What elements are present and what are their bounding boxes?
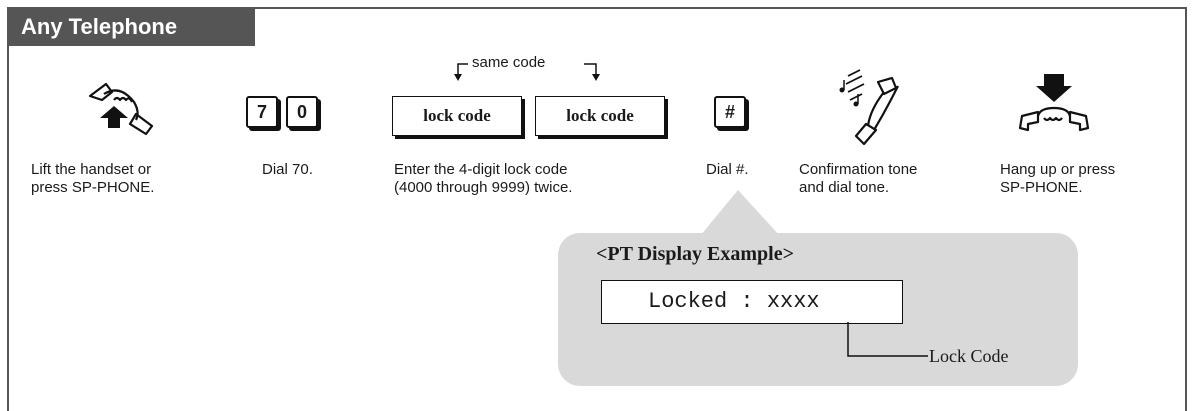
same-code-label: same code <box>472 54 546 71</box>
lock-code-callout-label: Lock Code <box>929 346 1009 366</box>
section-title: Any Telephone <box>7 7 255 46</box>
ringing-handset-icon <box>839 69 899 146</box>
bubble-pointer <box>700 190 780 236</box>
key-7: 7 <box>246 96 278 128</box>
step-5-text: Confirmation tone and dial tone. <box>799 161 918 196</box>
display-example-title: <PT Display Example> <box>596 243 795 265</box>
same-code-bracket <box>454 63 600 81</box>
hang-up-icon <box>1018 74 1090 132</box>
up-arrow-icon <box>100 106 128 128</box>
step-6-text: Hang up or press SP-PHONE. <box>1000 161 1116 196</box>
lock-code-box-1: lock code <box>392 96 522 136</box>
pt-display-screen: Locked : xxxx <box>601 280 903 324</box>
down-arrow-icon <box>1036 74 1072 102</box>
step-3-text: Enter the 4-digit lock code (4000 throug… <box>394 161 573 196</box>
step-1-text: Lift the handset or press SP-PHONE. <box>31 161 155 196</box>
step-2-text: Dial 70. <box>262 161 313 178</box>
key-hash: # <box>714 96 746 128</box>
lift-handset-icon <box>88 82 154 136</box>
lock-code-box-2: lock code <box>535 96 665 136</box>
procedure-frame <box>7 7 1187 411</box>
step-4-text: Dial #. <box>706 161 749 178</box>
key-0: 0 <box>286 96 318 128</box>
lock-code-callout-line <box>847 322 928 357</box>
